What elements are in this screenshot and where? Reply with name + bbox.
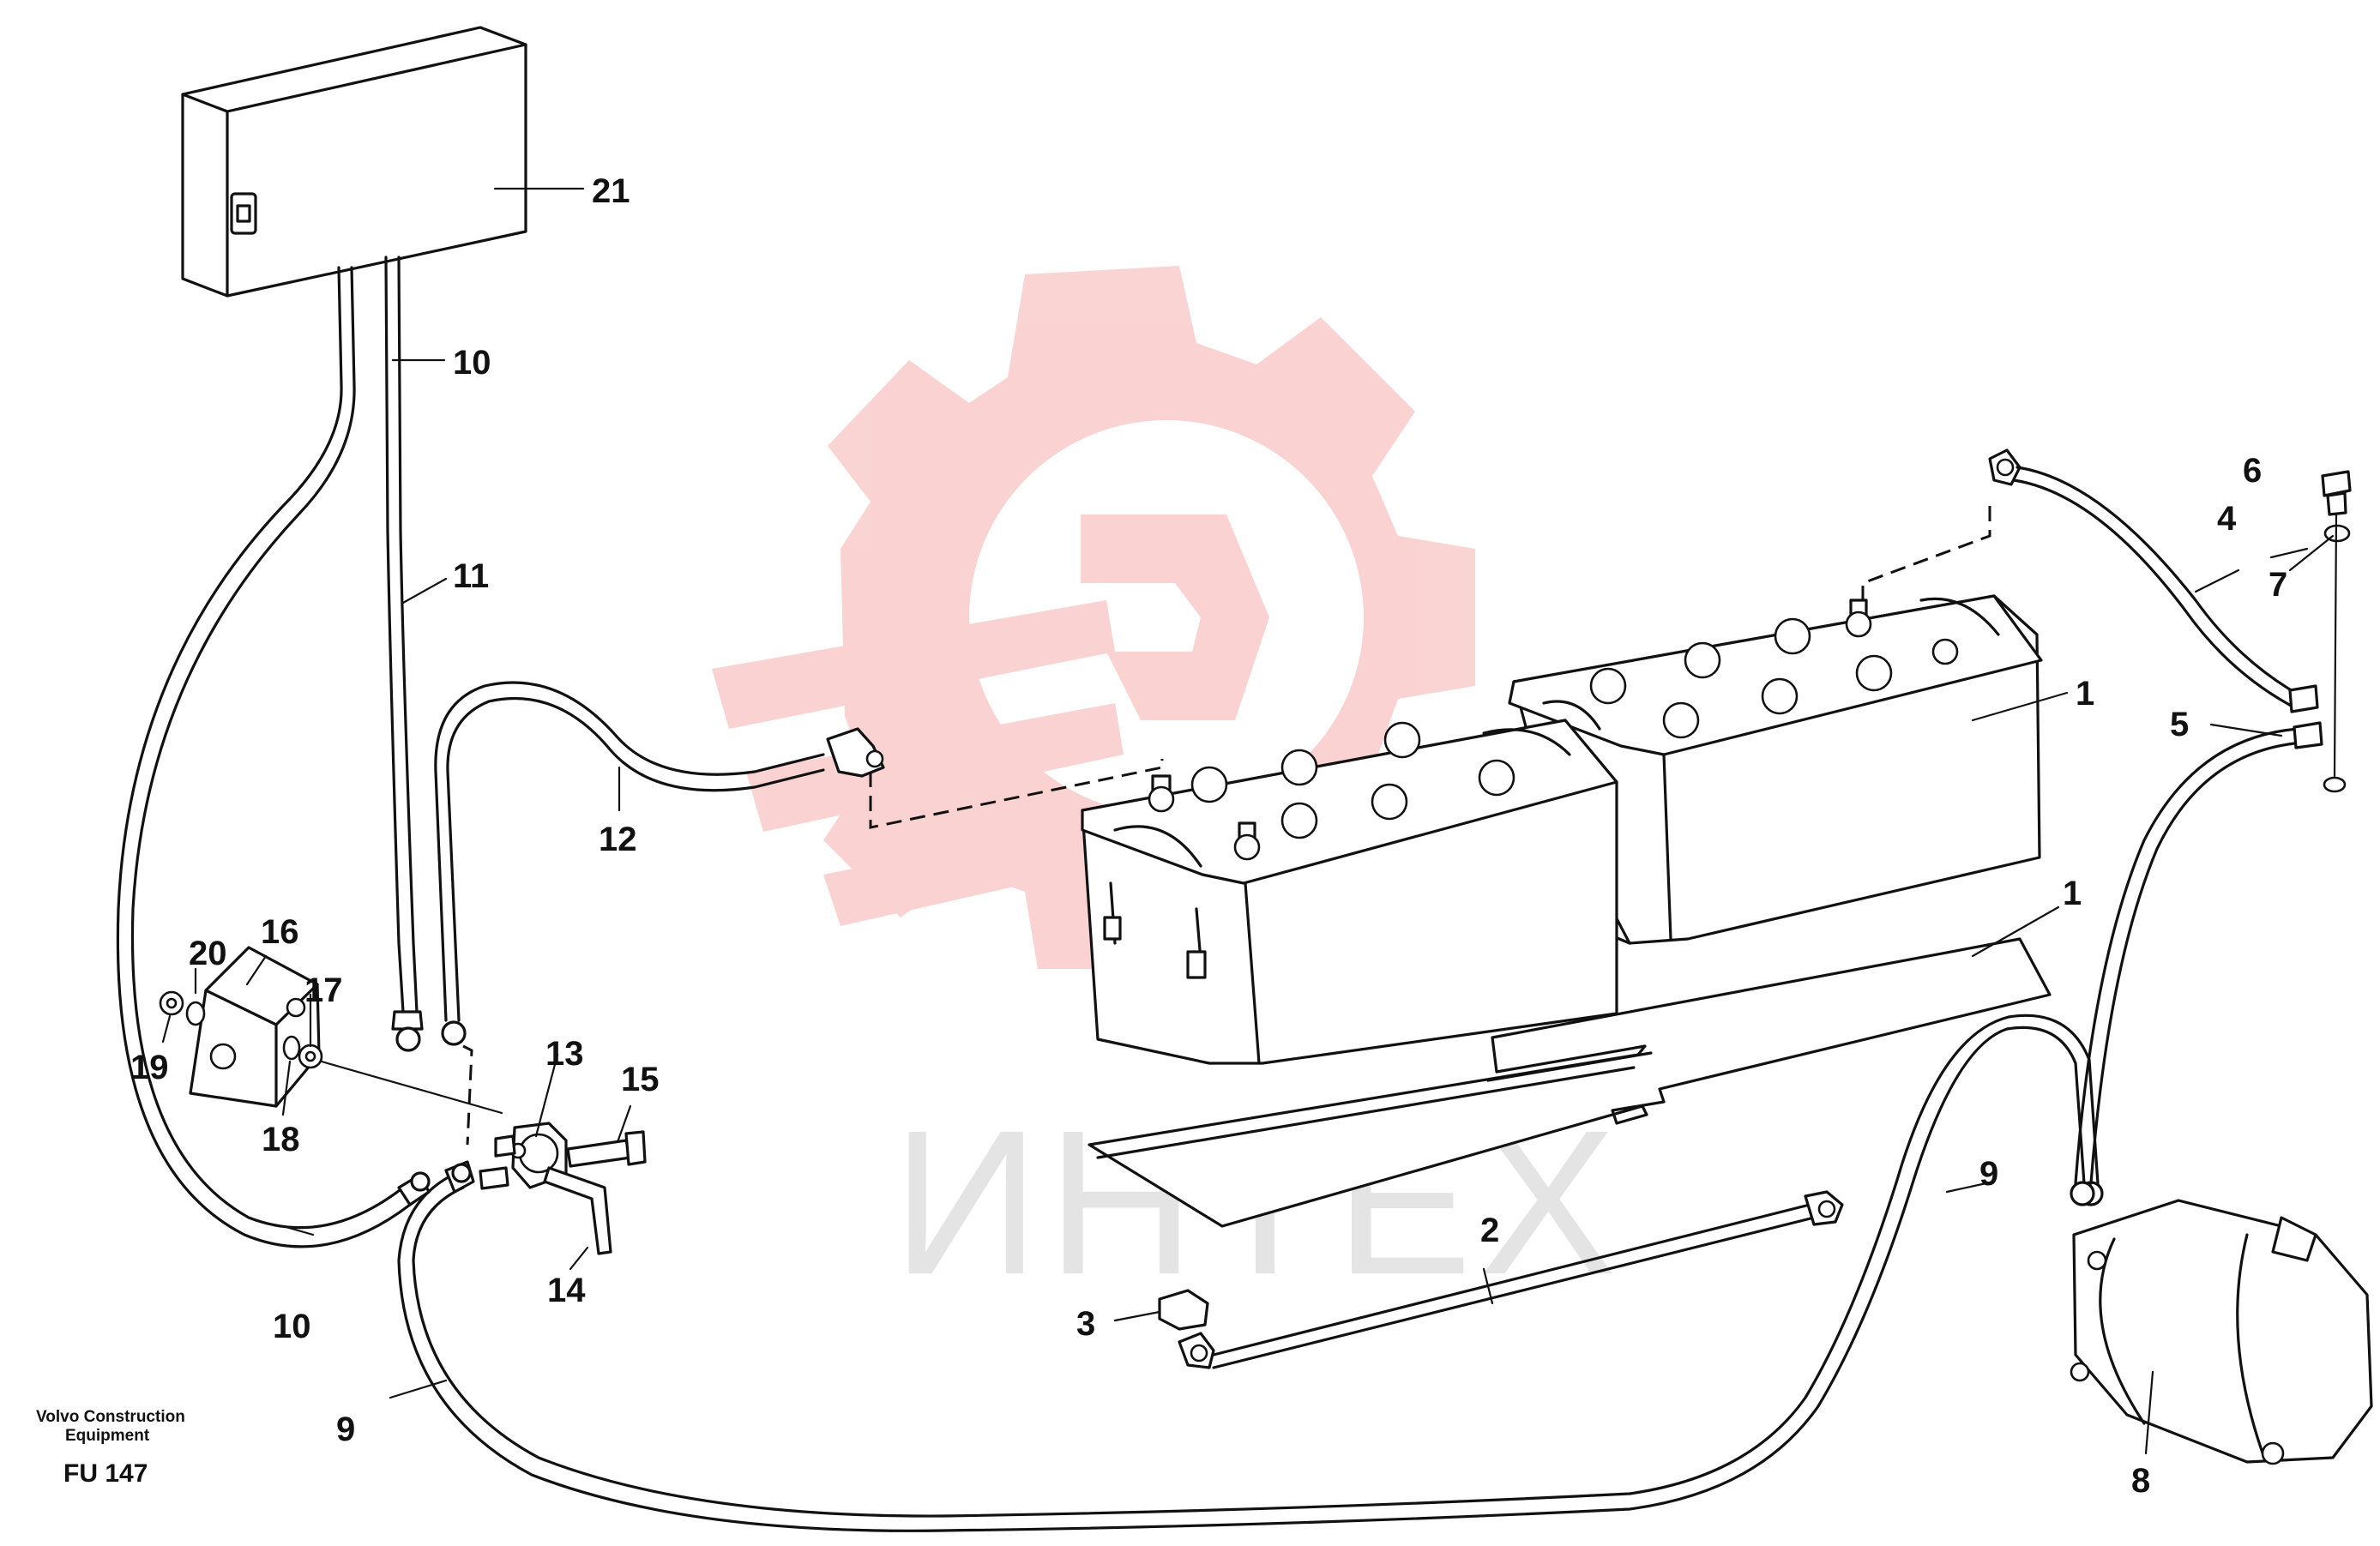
callout-8: 8 [2131,1462,2150,1500]
callout-12: 12 [599,821,637,858]
callout-17: 17 [304,972,343,1009]
callout-9-right: 9 [1979,1155,1998,1193]
cable-11 [384,256,424,1052]
bolt-15 [566,1130,647,1168]
cable-12 [434,681,885,1046]
cable-cap-3 [1158,1289,1209,1331]
callout-13: 13 [545,1035,584,1073]
watermark-gear-logo [712,266,1475,969]
battery-front [1081,719,1618,1065]
leader-lines [161,187,2335,1455]
callout-1-rear: 1 [2076,675,2094,713]
callout-19: 19 [130,1049,169,1086]
callout-2: 2 [1480,1212,1499,1249]
nut-17 [298,1044,323,1069]
callout-21: 21 [592,172,630,210]
switch-cover-16 [189,946,321,1108]
callout-20: 20 [189,935,227,972]
callout-10-lower: 10 [273,1308,311,1345]
publisher-name-line2: Equipment [65,1427,150,1445]
cable-5 [2070,721,2323,1206]
callout-16: 16 [261,913,299,951]
callout-6: 6 [2243,452,2262,490]
starter-motor [2070,1199,2373,1465]
callout-7: 7 [2269,566,2287,604]
callout-4: 4 [2217,500,2237,538]
washer-20 [185,1001,206,1026]
callout-15: 15 [621,1061,660,1098]
callout-3: 3 [1076,1305,1095,1343]
nut-19 [159,990,184,1016]
cable-4 [1988,448,2319,713]
callout-5: 5 [2170,706,2189,743]
dash-line-17 [320,1060,503,1115]
callout-9-left: 9 [336,1411,355,1448]
callout-14: 14 [547,1272,586,1309]
callout-1-tray: 1 [2063,875,2082,912]
axis-line-6-7 [2333,513,2338,778]
cable-9 [397,1014,2104,1532]
publisher-name-line1: Volvo Construction [36,1408,185,1426]
nut-lower [2323,776,2347,793]
figure-code: FU 147 [63,1459,148,1488]
washer-18 [282,1035,301,1061]
dashed-link-4 [1861,506,1991,600]
cable-2 [1178,1190,1844,1369]
dashed-link-12 [869,759,1164,829]
cable-10-upper [116,266,412,1248]
key-14 [543,1166,612,1255]
callout-18: 18 [262,1121,300,1158]
callout-11: 11 [453,557,489,595]
cable-10-lower-terminal [397,1171,431,1206]
bolt-6 [2321,470,2352,516]
battery-tray-plate [1088,937,2052,1228]
control-box [181,26,527,298]
dashed-link-11 [462,1044,473,1146]
callout-10-upper: 10 [453,344,491,382]
